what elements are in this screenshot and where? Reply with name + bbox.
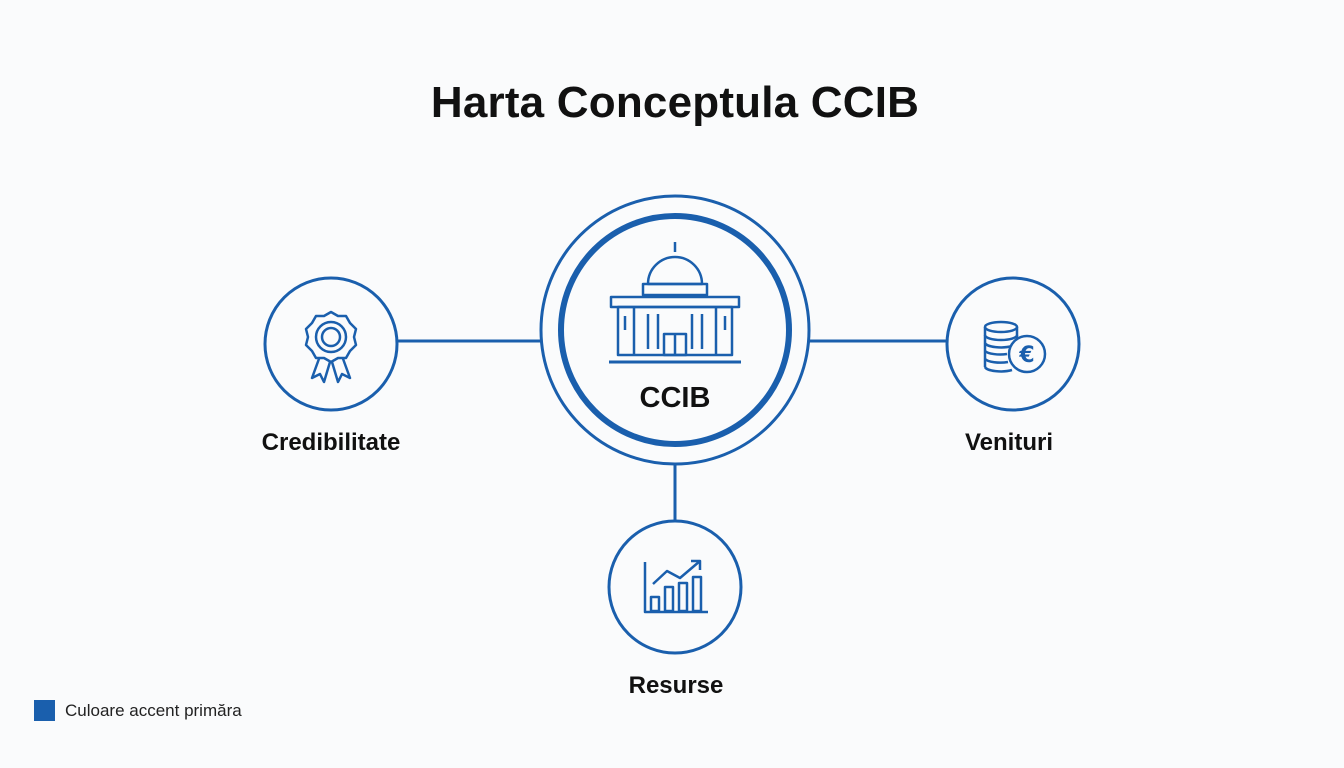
node-resurse-circle: [607, 519, 743, 655]
bar-chart-growth-icon: [643, 559, 708, 614]
legend: Culoare accent primăra: [34, 700, 242, 721]
node-credibilitate-label: Credibilitate: [261, 429, 401, 456]
page-title: Harta Conceptula CCIB: [430, 78, 920, 127]
center-outer-ring: [539, 194, 811, 466]
node-venituri-circle: [945, 276, 1081, 412]
award-badge-icon: [304, 310, 358, 384]
center-node-label: CCIB: [639, 382, 711, 414]
coins-euro-icon: €: [983, 320, 1047, 374]
center-inner-ring: [558, 213, 792, 447]
node-credibilitate-circle: [263, 276, 399, 412]
node-resurse-label: Resurse: [628, 672, 724, 699]
svg-text:€: €: [1018, 343, 1034, 368]
legend-label: Culoare accent primăra: [65, 700, 242, 720]
node-venituri-label: Venituri: [964, 429, 1054, 456]
government-building-icon: [609, 242, 741, 364]
legend-swatch: [34, 700, 55, 721]
